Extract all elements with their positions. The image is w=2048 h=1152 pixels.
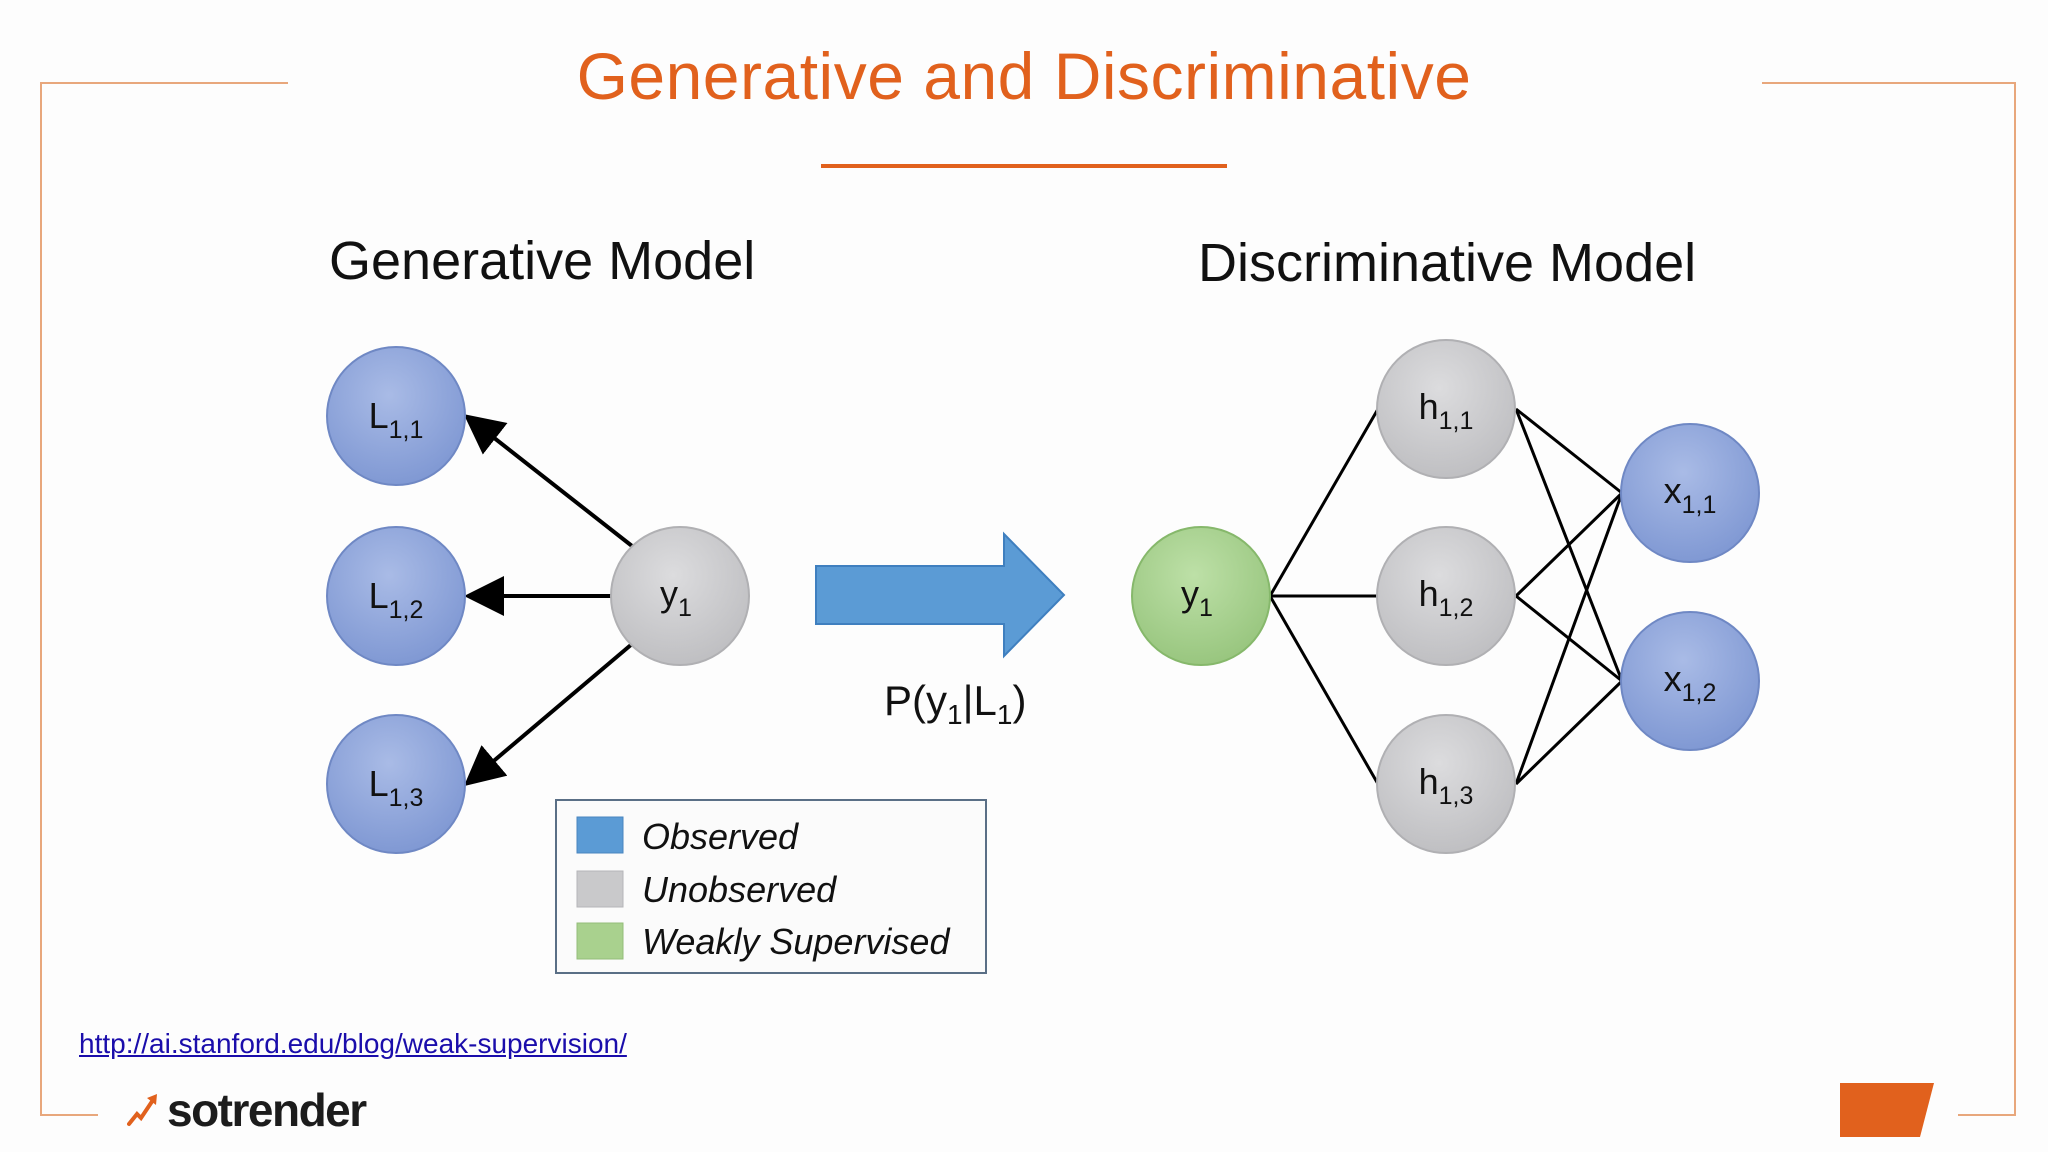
edge-h13-x11	[1514, 492, 1624, 785]
edge-h12-x11	[1514, 491, 1624, 598]
frame-bottom-left	[40, 1114, 98, 1116]
svg-text:x1,2: x1,2	[1664, 658, 1717, 707]
edge-y1-h13	[1268, 595, 1380, 785]
discriminative-heading: Discriminative Model	[1198, 233, 1696, 293]
legend-swatch-observed	[576, 816, 624, 854]
frame-left	[40, 82, 42, 1116]
logo-arrow-icon	[127, 1094, 157, 1126]
frame-right	[2014, 82, 2016, 1116]
svg-text:y1: y1	[660, 573, 692, 622]
corner-brand-mark	[1840, 1083, 1934, 1137]
node-x11: x1,1	[1620, 423, 1760, 563]
svg-text:h1,1: h1,1	[1419, 386, 1474, 435]
node-h12: h1,2	[1376, 526, 1516, 666]
node-h11: h1,1	[1376, 339, 1516, 479]
legend-label-weakly-supervised: Weakly Supervised	[642, 921, 950, 962]
legend-swatch-unobserved	[576, 870, 624, 908]
legend-label-unobserved: Unobserved	[642, 869, 837, 910]
logo-text: sotrender	[167, 1084, 367, 1136]
transition-arrow	[815, 531, 1066, 659]
svg-text:h1,2: h1,2	[1419, 573, 1474, 622]
frame-top-left	[40, 82, 288, 84]
node-h13: h1,3	[1376, 714, 1516, 854]
svg-text:L1,1: L1,1	[369, 395, 424, 444]
svg-text:x1,1: x1,1	[1664, 470, 1717, 519]
node-l11: L1,1	[326, 346, 466, 486]
legend: Observed Unobserved Weakly Supervised	[555, 799, 987, 974]
source-link[interactable]: http://ai.stanford.edu/blog/weak-supervi…	[79, 1028, 627, 1059]
generative-heading: Generative Model	[329, 231, 755, 291]
edge-y1-l13	[463, 642, 634, 787]
node-l12: L1,2	[326, 526, 466, 666]
svg-text:h1,3: h1,3	[1419, 761, 1474, 810]
title-underline	[821, 164, 1227, 168]
svg-text:L1,3: L1,3	[369, 763, 424, 812]
transition-formula: P(y1|L1)	[884, 677, 1026, 730]
legend-label-observed: Observed	[642, 816, 799, 857]
edge-y1-l11	[463, 414, 634, 548]
legend-swatch-weakly-supervised	[576, 922, 624, 960]
node-gen-y1: y1	[610, 526, 750, 666]
frame-top-right	[1762, 82, 2016, 84]
svg-text:L1,2: L1,2	[369, 575, 424, 624]
svg-text:y1: y1	[1181, 573, 1213, 622]
edge-h11-x11	[1515, 407, 1623, 495]
node-disc-y1: y1	[1131, 526, 1271, 666]
node-l13: L1,3	[326, 714, 466, 854]
edge-y1-h11	[1268, 408, 1380, 597]
sotrender-logo: sotrender	[127, 1082, 367, 1138]
node-x12: x1,2	[1620, 611, 1760, 751]
frame-bottom-right	[1958, 1114, 2016, 1116]
edge-h13-x12	[1514, 679, 1624, 786]
slide-title: Generative and Discriminative	[576, 39, 1472, 113]
